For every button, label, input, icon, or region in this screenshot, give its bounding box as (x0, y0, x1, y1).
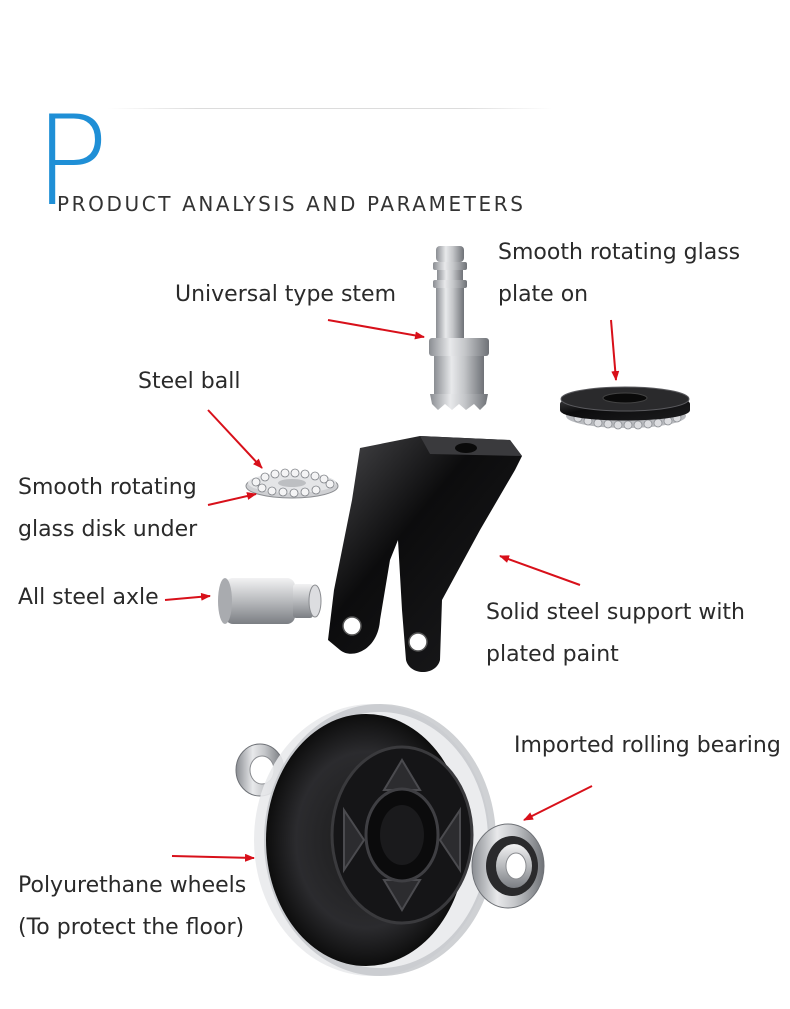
axle-part (218, 578, 322, 624)
label-glass-plate-on: Smooth rotating glass plate on (498, 240, 741, 307)
label-support: Solid steel support with plated paint (486, 600, 746, 667)
right-bearing-part (471, 823, 545, 909)
label-glass-disk-under: Smooth rotating glass disk under (18, 475, 198, 542)
arrow-glass-disk-under (207, 492, 257, 506)
steel-ball-disk-part (245, 468, 339, 499)
arrow-axle (164, 592, 211, 601)
header-divider (108, 108, 553, 109)
label-steel-ball: Steel ball (138, 369, 241, 394)
arrow-glass-plate-on (610, 319, 620, 381)
label-stem: Universal type stem (175, 282, 396, 307)
stem-part (429, 246, 489, 410)
arrow-bearing (523, 785, 593, 821)
header-initial: P (34, 90, 109, 234)
callout-arrows (164, 319, 620, 862)
glass-plate-on-part (560, 386, 690, 430)
label-wheels: Polyurethane wheels (To protect the floo… (18, 873, 247, 940)
support-bracket-part (328, 436, 522, 672)
wheel-part (254, 704, 496, 976)
label-axle: All steel axle (18, 585, 159, 610)
arrow-wheels (171, 853, 255, 862)
arrow-steel-ball (207, 409, 263, 469)
label-bearing: Imported rolling bearing (514, 733, 781, 758)
arrow-support (499, 555, 581, 586)
arrow-stem (327, 319, 425, 340)
page-title: PRODUCT ANALYSIS AND PARAMETERS (57, 192, 526, 216)
